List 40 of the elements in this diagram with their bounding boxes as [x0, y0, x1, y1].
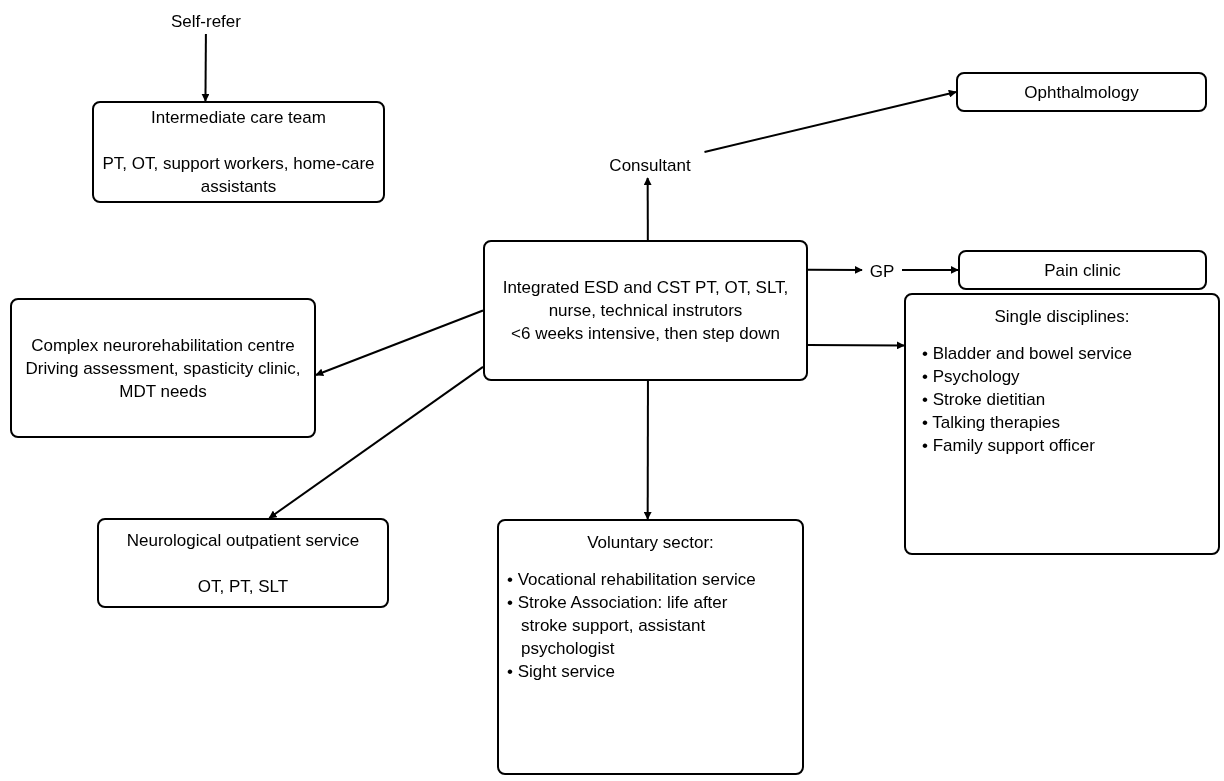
box-heading: Intermediate care team: [150, 107, 327, 129]
bullet-item: • Family support officer: [922, 435, 1096, 457]
arrow: [901, 265, 959, 274]
bullet-item: • Stroke dietitian: [922, 389, 1047, 411]
arrow: [807, 265, 863, 274]
service-box: [956, 72, 1207, 112]
service-box: [904, 293, 1220, 555]
central-service-box: [483, 240, 808, 381]
service-box: [97, 518, 389, 608]
arrow: [268, 365, 484, 519]
service-box: [497, 519, 804, 775]
arrow: [643, 177, 652, 241]
arrow: [315, 309, 484, 377]
source-label: Self-refer: [170, 10, 242, 33]
bullet-item: • Sight service: [507, 661, 616, 683]
arrow: [201, 33, 210, 102]
box-heading: Ophthalmology: [1023, 81, 1140, 104]
box-text: Driving assessment, spasticity clinic, MDT needs: [24, 357, 302, 403]
bullet-item: • Vocational rehabilitation service: [507, 569, 757, 591]
service-box: [10, 298, 316, 438]
box-heading: Complex neurorehabilitation centre: [30, 334, 296, 357]
arrow: [703, 89, 957, 153]
box-heading: Pain clinic: [1043, 259, 1122, 282]
referral-label: GP: [868, 260, 896, 283]
box-text: OT, PT, SLT: [196, 575, 290, 598]
referral-label: Consultant: [608, 154, 692, 177]
box-heading: Single disciplines:: [993, 306, 1131, 328]
bullet-item: • Stroke Association: life after stroke support, assistant psychologist: [507, 592, 729, 660]
service-box: [92, 101, 385, 203]
bullet-item: • Psychology: [922, 366, 1021, 388]
box-text: PT, OT, support workers, home-care assistants: [102, 153, 375, 198]
bullet-item: • Bladder and bowel service: [922, 343, 1134, 365]
service-box: [958, 250, 1207, 290]
box-heading: Voluntary sector:: [586, 532, 715, 554]
box-heading: Integrated ESD and CST PT, OT, SLT, nurse, technical instrutors: [501, 277, 790, 322]
arrow: [807, 341, 905, 350]
bullet-item: • Talking therapies: [922, 412, 1061, 434]
box-text: <6 weeks intensive, then step down: [510, 323, 781, 345]
arrow: [643, 380, 652, 520]
box-heading: Neurological outpatient service: [125, 529, 361, 552]
